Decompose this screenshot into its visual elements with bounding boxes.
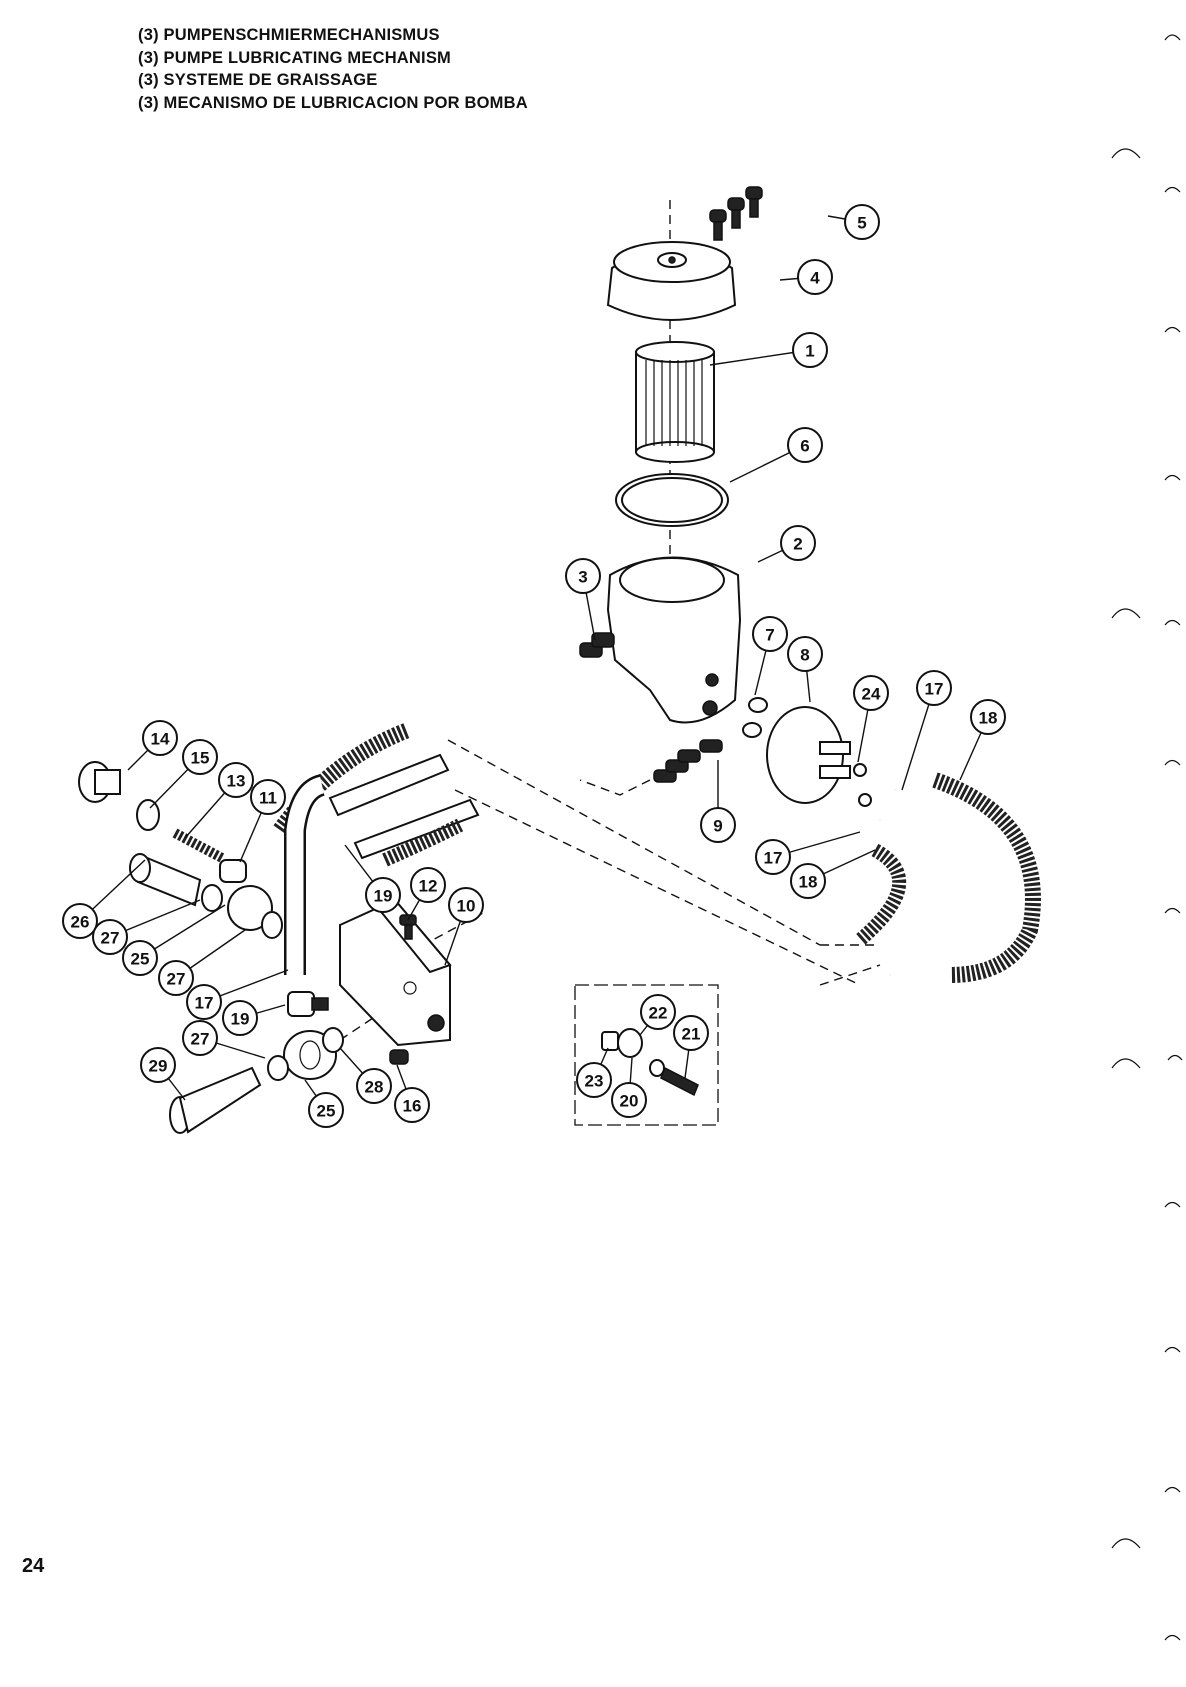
banjo-bolt [170, 1068, 260, 1133]
callout-25: 25 [309, 1093, 343, 1127]
callout-number: 18 [979, 709, 998, 728]
callout-16: 16 [395, 1088, 429, 1122]
callout-13: 13 [219, 763, 253, 797]
callout-number: 19 [231, 1010, 250, 1029]
callout-28: 28 [357, 1069, 391, 1103]
callout-11: 11 [251, 780, 285, 814]
callout-2: 2 [781, 526, 815, 560]
callout-1: 1 [793, 333, 827, 367]
callout-number: 26 [71, 913, 90, 932]
callout-19: 19 [366, 878, 400, 912]
check-valve-body [130, 854, 200, 905]
callout-number: 18 [799, 873, 818, 892]
callout-number: 5 [857, 214, 866, 233]
callout-number: 25 [131, 950, 150, 969]
callout-number: 12 [419, 877, 438, 896]
callout-7: 7 [753, 617, 787, 651]
callout-22: 22 [641, 995, 675, 1029]
callout-5: 5 [845, 205, 879, 239]
washer-27 [202, 885, 222, 911]
callout-number: 2 [793, 535, 802, 554]
callout-6: 6 [788, 428, 822, 462]
callout-27: 27 [183, 1021, 217, 1055]
callout-4: 4 [798, 260, 832, 294]
flange-studs [654, 740, 722, 782]
callout-29: 29 [141, 1048, 175, 1082]
callout-number: 11 [259, 789, 277, 808]
callout-number: 7 [765, 626, 774, 645]
callout-9: 9 [701, 808, 735, 842]
callout-number: 25 [317, 1102, 336, 1121]
callout-27: 27 [159, 961, 193, 995]
spring-13 [175, 833, 222, 858]
nut-16 [390, 1050, 408, 1064]
callout-number: 1 [805, 342, 814, 361]
distribution-block [340, 900, 450, 1045]
callout-27: 27 [93, 920, 127, 954]
mounting-flange [767, 707, 850, 803]
callout-number: 13 [227, 772, 246, 791]
callout-21: 21 [674, 1016, 708, 1050]
callout-number: 15 [191, 749, 210, 768]
filter-element [636, 342, 714, 462]
washer-15 [137, 800, 159, 830]
callout-18: 18 [971, 700, 1005, 734]
plug-screw [79, 762, 120, 802]
callout-18: 18 [791, 864, 825, 898]
callout-number: 9 [713, 817, 722, 836]
callout-17: 17 [756, 840, 790, 874]
callout-number: 8 [800, 646, 809, 665]
callout-number: 29 [149, 1057, 168, 1076]
callout-number: 17 [925, 680, 944, 699]
callout-number: 19 [374, 887, 393, 906]
page-number: 24 [22, 1555, 44, 1578]
callout-number: 10 [457, 897, 476, 916]
callout-20: 20 [612, 1083, 646, 1117]
callout-number: 17 [195, 994, 214, 1013]
callout-number: 23 [585, 1072, 604, 1091]
hose-clamp [288, 992, 328, 1016]
callout-number: 17 [764, 849, 783, 868]
callout-14: 14 [143, 721, 177, 755]
callout-number: 27 [101, 929, 120, 948]
callout-23: 23 [577, 1063, 611, 1097]
binder-hole-marks [1112, 35, 1182, 1640]
o-ring [616, 474, 728, 526]
callout-8: 8 [788, 637, 822, 671]
callout-15: 15 [183, 740, 217, 774]
callout-number: 28 [365, 1078, 384, 1097]
callout-number: 27 [191, 1030, 210, 1049]
callout-17: 17 [187, 985, 221, 1019]
callout-number: 20 [620, 1092, 639, 1111]
callout-number: 6 [800, 437, 809, 456]
oil-hoses-right [860, 780, 1033, 975]
washer-27b [262, 912, 282, 938]
callout-12: 12 [411, 868, 445, 902]
callout-number: 21 [682, 1025, 701, 1044]
callout-19: 19 [223, 1001, 257, 1035]
callout-26: 26 [63, 904, 97, 938]
callout-number: 27 [167, 970, 186, 989]
callout-number: 24 [862, 685, 881, 704]
pump-cap [608, 242, 735, 320]
callout-25: 25 [123, 941, 157, 975]
callout-number: 16 [403, 1097, 422, 1116]
callout-24: 24 [854, 676, 888, 710]
callout-number: 3 [578, 568, 587, 587]
callout-number: 4 [810, 269, 820, 288]
sleeve-11 [220, 860, 246, 882]
washer-27c [268, 1056, 288, 1080]
callout-number: 22 [649, 1004, 668, 1023]
callout-17: 17 [917, 671, 951, 705]
callout-3: 3 [566, 559, 600, 593]
callout-10: 10 [449, 888, 483, 922]
pump-housing [608, 558, 740, 723]
housing-bolts [580, 633, 614, 657]
cap-screws [710, 187, 762, 240]
callout-number: 14 [151, 730, 170, 749]
